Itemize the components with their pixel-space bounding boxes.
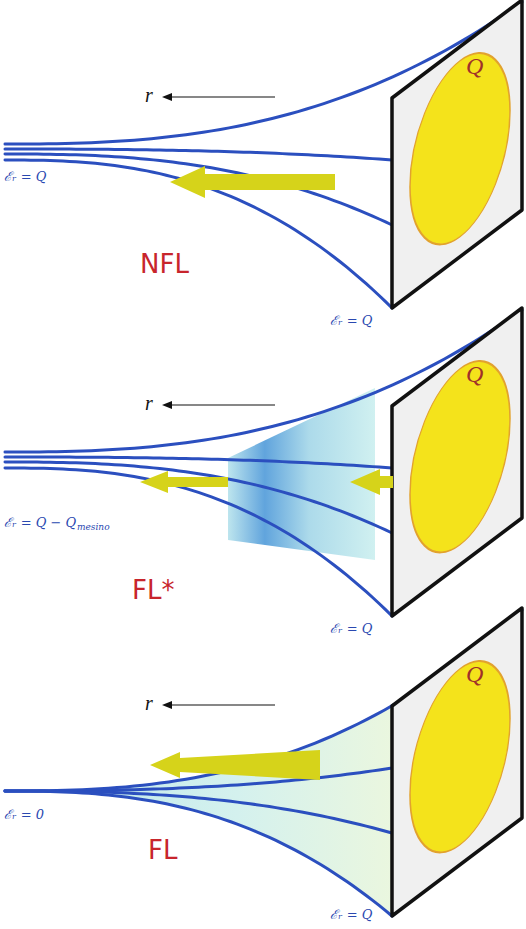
flux-equation: ℰᵣ = Q <box>330 908 372 922</box>
charge-ellipse: Q <box>392 608 522 916</box>
charge-region <box>410 631 510 882</box>
flux-equation: ℰᵣ = Q <box>330 314 372 328</box>
flux-equation: ℰᵣ = 0 <box>4 808 44 822</box>
geometry-curve <box>5 791 392 916</box>
radial-axis-line <box>170 704 275 705</box>
charge-region <box>410 23 510 274</box>
radial-axis-head <box>162 93 172 101</box>
flux-equation: ℰᵣ = Q <box>4 170 46 184</box>
charge-ellipse: Q <box>392 308 522 616</box>
subscript: mesino <box>77 523 110 533</box>
ellipse-outline <box>392 0 522 308</box>
flux-arrow <box>140 471 228 493</box>
phase-name: FL <box>148 836 177 865</box>
flux-equation: ℰᵣ = Q − Q <box>4 516 76 530</box>
flux-equation: ℰᵣ = Q <box>330 622 372 636</box>
ellipse-outline <box>392 308 522 616</box>
radial-axis-line <box>170 404 275 405</box>
charge-ellipse: Q <box>392 0 522 308</box>
geometry-curve <box>5 462 392 533</box>
horizon-band <box>228 388 375 560</box>
phase-name: NFL <box>140 250 189 279</box>
radial-axis-head <box>162 401 172 409</box>
geometry-curve <box>5 468 392 616</box>
radial-coordinate: r <box>145 692 153 714</box>
radial-coordinate: r <box>145 84 153 106</box>
radial-axis-line <box>170 96 275 97</box>
flux-arrow <box>350 469 393 495</box>
radial-axis-head <box>162 701 172 709</box>
ellipse-outline <box>392 608 522 916</box>
geometry-curve <box>5 154 392 225</box>
boundary-screen <box>392 0 522 308</box>
phase-name: FL* <box>132 576 174 605</box>
radial-coordinate: r <box>145 392 153 414</box>
geometry-curve <box>5 160 392 308</box>
charge-symbol: Q <box>466 54 483 78</box>
flux-arrow <box>170 166 335 198</box>
charge-symbol: Q <box>466 662 483 686</box>
boundary-screen <box>392 308 522 616</box>
boundary-screen <box>392 608 522 916</box>
charge-region <box>410 331 510 582</box>
charge-symbol: Q <box>466 362 483 386</box>
flux-arrow <box>150 750 320 780</box>
